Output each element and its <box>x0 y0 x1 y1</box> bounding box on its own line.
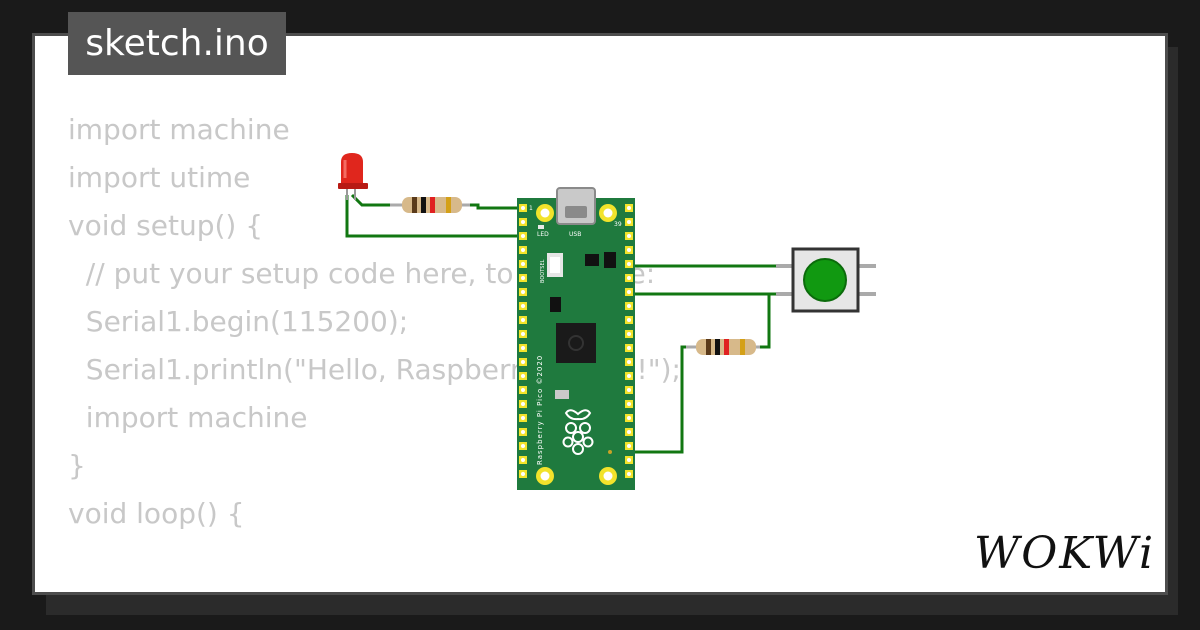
wokwi-logo: WOKWi <box>974 528 1152 579</box>
pico-board[interactable]: 1 39 LED USB BOOTSEL Raspberry Pi Pico ©… <box>517 187 635 490</box>
pin-hole <box>521 346 525 350</box>
bootsel-label: BOOTSEL <box>540 259 546 283</box>
pin-hole <box>627 304 631 308</box>
code-line: Serial1.println("Hello, Raspberry Pi Pic… <box>68 353 681 386</box>
pin-hole <box>521 262 525 266</box>
usb-label: USB <box>569 231 581 238</box>
code-line: import utime <box>68 161 251 194</box>
pin-hole <box>521 304 525 308</box>
pin-hole <box>627 458 631 462</box>
button-cap[interactable] <box>803 258 847 302</box>
pin-hole <box>521 360 525 364</box>
pin-header-right <box>625 204 633 478</box>
pin-hole <box>627 346 631 350</box>
pin-hole <box>627 248 631 252</box>
onboard-led <box>538 225 544 229</box>
wires <box>345 193 780 454</box>
pin1-label: 1 <box>529 205 533 212</box>
wire-resistor-board <box>465 203 528 210</box>
pin-hole <box>627 332 631 336</box>
pin-hole <box>627 276 631 280</box>
led-component[interactable] <box>338 153 368 200</box>
code-preview: import machine import utime void setup() {… <box>68 106 681 538</box>
pin-hole <box>521 276 525 280</box>
resistor-1[interactable] <box>390 197 470 213</box>
pin-hole <box>521 472 525 476</box>
wokwi-logo-text: WOKWi <box>974 528 1152 579</box>
push-button[interactable] <box>776 247 876 313</box>
code-line: void setup() { <box>68 209 264 242</box>
pin-hole <box>521 206 525 210</box>
code-line: import machine <box>68 113 290 146</box>
pin-hole <box>521 416 525 420</box>
pin-hole <box>627 360 631 364</box>
pin-hole <box>627 472 631 476</box>
pin-hole <box>627 430 631 434</box>
pin-hole <box>627 388 631 392</box>
pin-hole <box>521 220 525 224</box>
pin-hole <box>627 206 631 210</box>
pin-hole <box>521 444 525 448</box>
code-line: Serial1.begin(115200); <box>68 305 409 338</box>
pin-hole <box>521 458 525 462</box>
raspberry-pi-logo-icon <box>562 409 594 455</box>
pin39-label: 39 <box>614 221 622 228</box>
rp2040-chip <box>556 323 596 363</box>
pin-hole <box>627 416 631 420</box>
resistor-2[interactable] <box>686 339 760 355</box>
pin-hole <box>627 318 631 322</box>
file-tab[interactable]: sketch.ino <box>68 12 286 75</box>
pin-hole <box>521 234 525 238</box>
pin-hole <box>627 444 631 448</box>
wire-button-resistor <box>756 294 771 349</box>
pin-hole <box>627 234 631 238</box>
code-line: import machine <box>68 401 308 434</box>
pin-hole <box>627 220 631 224</box>
pin-hole <box>521 402 525 406</box>
pin-hole <box>521 318 525 322</box>
pin-hole <box>521 430 525 434</box>
pin-hole <box>627 402 631 406</box>
wire-led-cathode-board <box>345 195 528 238</box>
pin-hole <box>521 332 525 336</box>
pin-hole <box>521 290 525 294</box>
pin-hole <box>627 262 631 266</box>
pin-hole <box>627 290 631 294</box>
pin-hole <box>627 374 631 378</box>
pin-hole <box>521 388 525 392</box>
pin-hole <box>521 248 525 252</box>
code-line: } <box>68 449 86 482</box>
pin-header-left <box>519 204 527 478</box>
board-silkscreen: Raspberry Pi Pico ©2020 <box>536 355 544 465</box>
code-line: void loop() { <box>68 497 245 530</box>
wire-led-resistor <box>350 193 392 207</box>
pin-hole <box>521 374 525 378</box>
led-label: LED <box>537 231 549 238</box>
